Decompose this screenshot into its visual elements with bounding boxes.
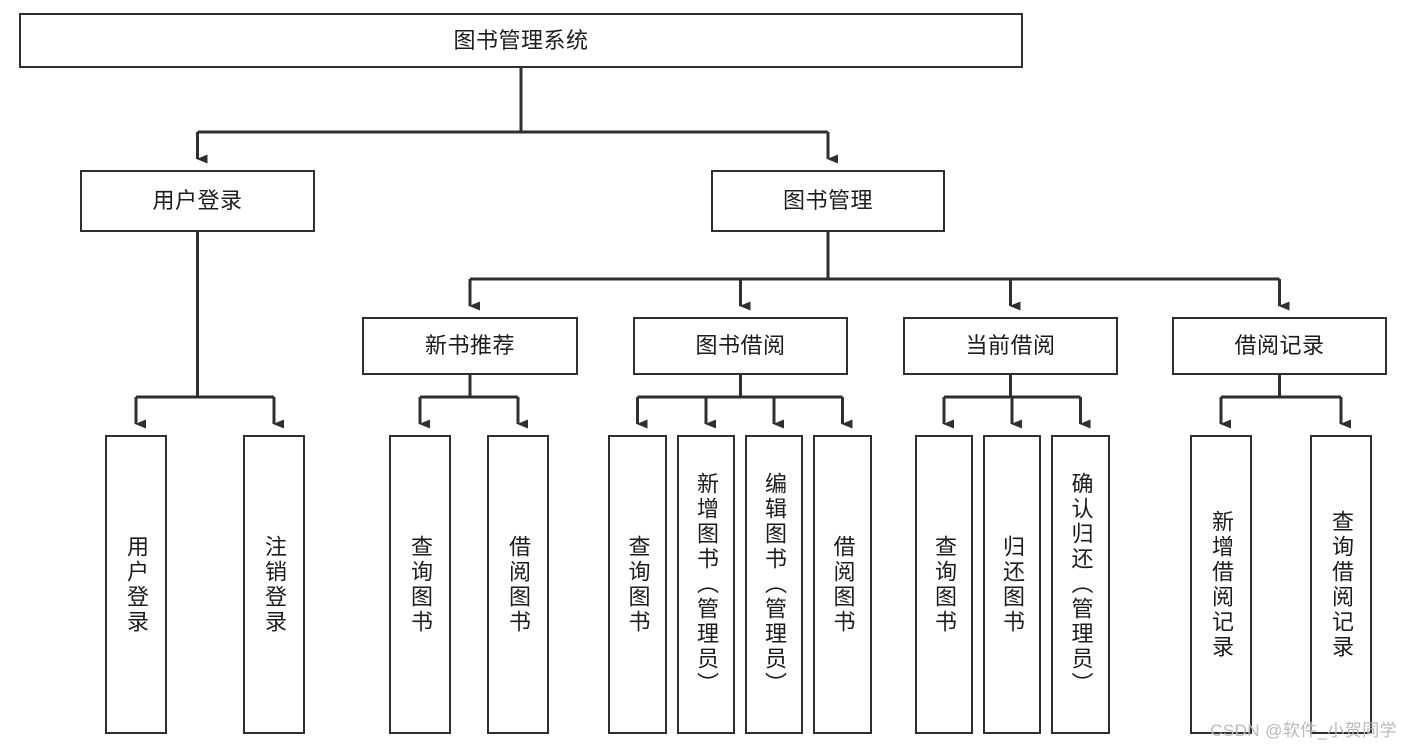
leaf-edit-book-admin[interactable]: 编辑图书（管理员） xyxy=(745,435,803,734)
leaf-user-logout[interactable]: 注销登录 xyxy=(243,435,305,734)
node-label: 查询图书 xyxy=(932,534,957,635)
leaf-add-borrow-record[interactable]: 新增借阅记录 xyxy=(1190,435,1252,734)
node-label: 确认归还（管理员） xyxy=(1068,472,1094,697)
leaf-query-book-borrow[interactable]: 查询图书 xyxy=(608,435,667,734)
node-current-borrow[interactable]: 当前借阅 xyxy=(903,317,1118,375)
leaf-query-borrow-record[interactable]: 查询借阅记录 xyxy=(1310,435,1372,734)
node-label: 当前借阅 xyxy=(965,333,1056,359)
node-label: 借阅图书 xyxy=(830,534,856,635)
leaf-query-book-current[interactable]: 查询图书 xyxy=(915,435,973,734)
node-label: 注销登录 xyxy=(262,534,287,635)
node-label: 新增图书（管理员） xyxy=(694,472,719,697)
leaf-borrow-book[interactable]: 借阅图书 xyxy=(813,435,872,734)
node-label: 新增借阅记录 xyxy=(1209,509,1234,660)
node-new-book-recommend[interactable]: 新书推荐 xyxy=(362,317,578,375)
node-label: 用户登录 xyxy=(152,188,243,214)
node-user-login[interactable]: 用户登录 xyxy=(80,170,315,232)
leaf-borrow-book-recommend[interactable]: 借阅图书 xyxy=(487,435,549,734)
leaf-add-book-admin[interactable]: 新增图书（管理员） xyxy=(677,435,735,734)
node-label: 归还图书 xyxy=(1000,534,1025,635)
node-label: 用户登录 xyxy=(124,534,149,635)
leaf-user-login[interactable]: 用户登录 xyxy=(105,435,167,734)
leaf-confirm-return-admin[interactable]: 确认归还（管理员） xyxy=(1051,435,1110,734)
node-label: 编辑图书（管理员） xyxy=(762,472,787,697)
node-root-system[interactable]: 图书管理系统 xyxy=(19,13,1023,68)
node-label: 借阅图书 xyxy=(506,534,531,635)
node-label: 查询图书 xyxy=(625,534,651,635)
node-label: 查询借阅记录 xyxy=(1329,509,1354,660)
node-book-borrow[interactable]: 图书借阅 xyxy=(633,317,848,375)
node-label: 新书推荐 xyxy=(424,333,515,359)
node-label: 借阅记录 xyxy=(1234,333,1325,359)
node-borrow-record[interactable]: 借阅记录 xyxy=(1172,317,1387,375)
node-label: 查询图书 xyxy=(408,534,433,635)
node-book-management[interactable]: 图书管理 xyxy=(711,170,945,232)
node-label: 图书借阅 xyxy=(695,333,786,359)
leaf-return-book[interactable]: 归还图书 xyxy=(983,435,1041,734)
leaf-query-book-recommend[interactable]: 查询图书 xyxy=(389,435,451,734)
node-label: 图书管理 xyxy=(782,188,873,214)
node-label: 图书管理系统 xyxy=(453,27,589,53)
